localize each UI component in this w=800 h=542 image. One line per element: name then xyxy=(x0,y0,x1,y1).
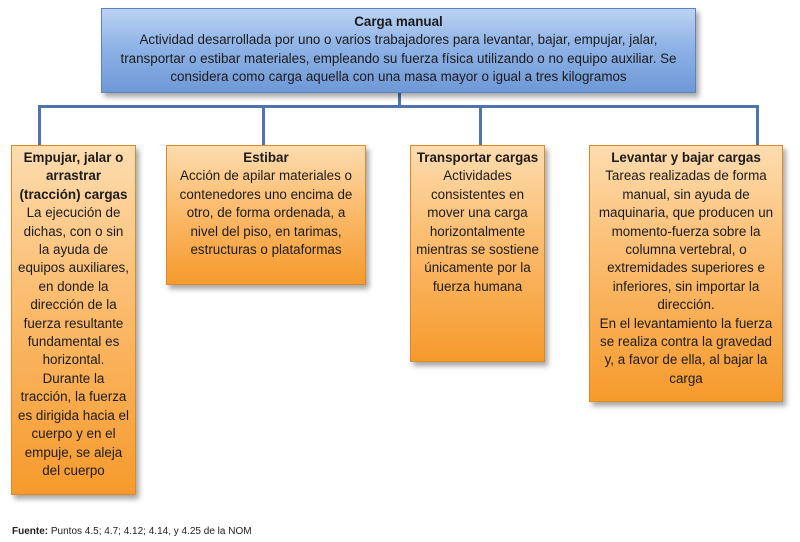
child-text: La ejecución de dichas, con o sin la ayu… xyxy=(18,205,129,478)
child-node-transportar: Transportar cargas Actividades consisten… xyxy=(410,145,545,362)
connector-root-stem xyxy=(398,93,401,107)
child-title: Transportar cargas xyxy=(416,150,539,165)
connector-child-2 xyxy=(262,105,265,147)
connector-child-4 xyxy=(756,105,759,147)
connector-horizontal-bus xyxy=(38,105,757,108)
child-text: Actividades consistentes en mover una ca… xyxy=(416,168,539,294)
footer-text: Puntos 4.5; 4.7; 4.12; 4.14, y 4.25 de l… xyxy=(48,526,252,537)
child-node-empujar: Empujar, jalar o arrastrar (tracción) ca… xyxy=(11,145,136,495)
connector-child-3 xyxy=(479,105,482,147)
child-text: Tareas realizadas de forma manual, sin a… xyxy=(598,168,774,313)
root-title: Carga manual xyxy=(354,14,443,29)
footer-label: Fuente: xyxy=(12,526,49,537)
child-title: Estibar xyxy=(243,150,289,165)
root-text: Actividad desarrollada por uno o varios … xyxy=(120,32,677,85)
child-node-estibar: Estibar Acción de apilar materiales o co… xyxy=(166,145,366,285)
child-text: Acción de apilar materiales o contenedor… xyxy=(179,168,353,258)
child-text-2: En el levantamiento la fuerza se realiza… xyxy=(599,315,773,386)
child-title: Empujar, jalar o arrastrar (tracción) ca… xyxy=(19,150,128,202)
source-footer: Fuente: Puntos 4.5; 4.7; 4.12; 4.14, y 4… xyxy=(12,526,252,537)
child-node-levantar: Levantar y bajar cargas Tareas realizada… xyxy=(589,145,783,402)
child-title: Levantar y bajar cargas xyxy=(611,150,761,165)
connector-child-1 xyxy=(38,105,41,147)
root-node: Carga manual Actividad desarrollada por … xyxy=(101,8,696,93)
